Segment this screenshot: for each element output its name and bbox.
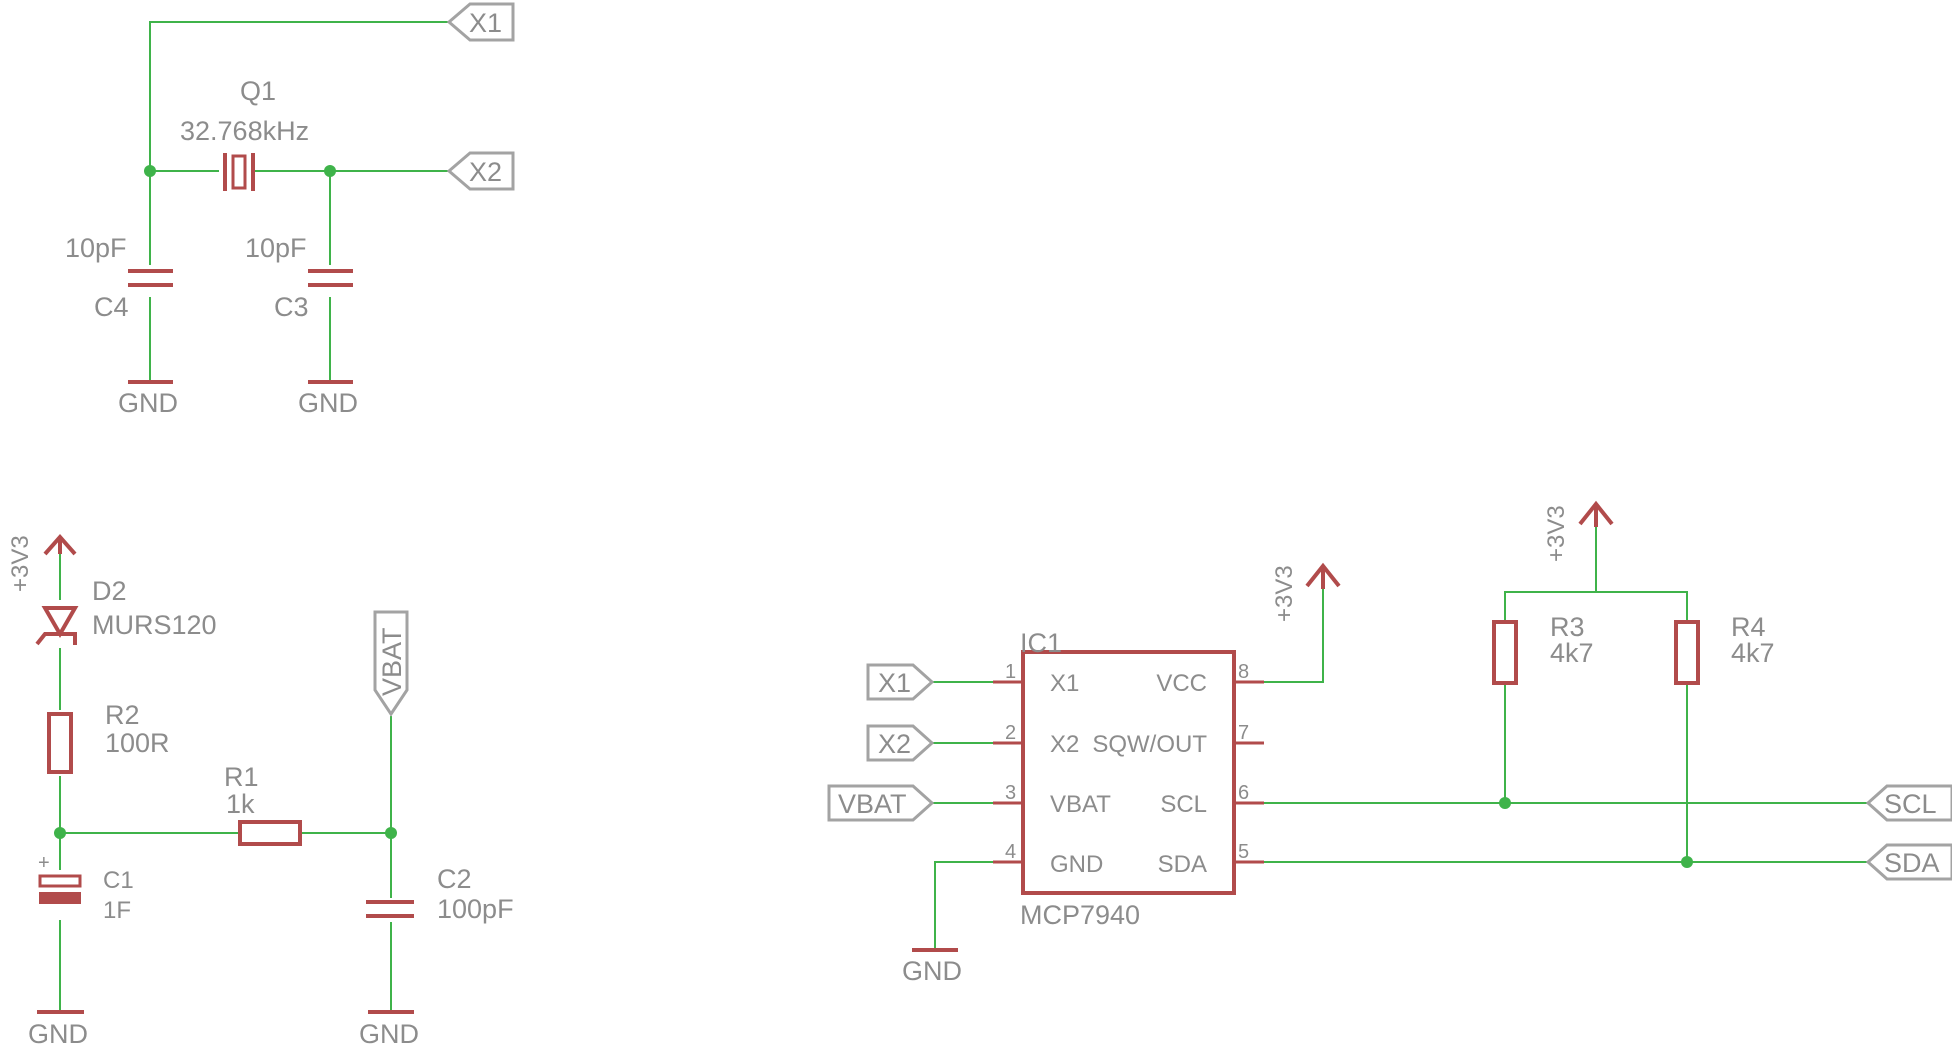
- port-x1: [446, 2, 515, 42]
- junction: [385, 827, 397, 839]
- c3-value: 10pF: [245, 233, 307, 263]
- r4-name: R4: [1731, 612, 1766, 642]
- port-sda-label: SDA: [1884, 848, 1940, 878]
- supply-arrow-icon: [1578, 500, 1614, 527]
- r3-name: R3: [1550, 612, 1585, 642]
- port-x1-label: X1: [878, 668, 911, 698]
- pin-number: 4: [1005, 841, 1016, 863]
- port-scl: [1865, 784, 1952, 822]
- pin-label: X1: [1050, 670, 1079, 697]
- c2-name: C2: [437, 864, 472, 894]
- supply-label: +3V3: [1543, 505, 1570, 562]
- supply-arrow-icon: [43, 533, 77, 556]
- port-x1: [866, 663, 935, 701]
- pin-number: 8: [1238, 661, 1249, 683]
- junction: [324, 165, 336, 177]
- supply-label: +3V3: [7, 535, 34, 592]
- port-vbat-label: VBAT: [838, 789, 907, 819]
- pin-number: 6: [1238, 782, 1249, 804]
- gnd-label: GND: [298, 388, 358, 418]
- capacitor-c4: [128, 269, 173, 287]
- pin-label: SCL: [1160, 791, 1207, 818]
- q1-value: 32.768kHz: [180, 116, 309, 146]
- d2-value: MURS120: [92, 610, 217, 640]
- port-x2-label: X2: [878, 729, 911, 759]
- diode-d2: [35, 606, 79, 646]
- capacitor-c3: [308, 269, 353, 287]
- wire-pullup: [1596, 591, 1688, 620]
- r1-name: R1: [224, 762, 259, 792]
- crystal-q1: [223, 153, 255, 191]
- gnd-label: GND: [359, 1019, 419, 1049]
- battery-section: +3V3 D2 MURS120 R2 100R R1 1k + C1 1F C2…: [7, 533, 514, 1049]
- port-scl-label: SCL: [1884, 789, 1937, 819]
- capacitor-c2: [366, 900, 414, 918]
- pin-number: 3: [1005, 782, 1016, 804]
- r2-value: 100R: [105, 728, 170, 758]
- resistor-r1: [238, 820, 302, 846]
- resistor-r2: [47, 712, 73, 774]
- ic1-name: IC1: [1020, 628, 1062, 658]
- pin-label: SQW/OUT: [1092, 731, 1207, 758]
- r4-value: 4k7: [1731, 638, 1775, 668]
- pin-number: 5: [1238, 841, 1249, 863]
- supply-label: +3V3: [1271, 565, 1298, 622]
- pin-label: GND: [1050, 851, 1103, 878]
- r3-value: 4k7: [1550, 638, 1594, 668]
- c1-name: C1: [103, 867, 134, 894]
- pin-label: VBAT: [1050, 791, 1111, 818]
- pin-number: 2: [1005, 722, 1016, 744]
- c1-value: 1F: [103, 897, 131, 924]
- port-x2-label: X2: [469, 157, 502, 187]
- port-x2: [446, 151, 515, 191]
- pin-label: SDA: [1158, 851, 1207, 878]
- wire-pullup: [1504, 527, 1597, 620]
- port-vbat: [373, 610, 409, 717]
- d2-name: D2: [92, 576, 127, 606]
- junction: [1681, 856, 1693, 868]
- gnd-label: GND: [28, 1019, 88, 1049]
- r2-name: R2: [105, 700, 140, 730]
- port-x1-label: X1: [469, 8, 502, 38]
- junction: [1499, 797, 1511, 809]
- q1-name: Q1: [240, 76, 276, 106]
- port-vbat-label: VBAT: [377, 627, 407, 696]
- r1-value: 1k: [226, 789, 255, 819]
- gnd-label: GND: [118, 388, 178, 418]
- wire-x1-net: [149, 21, 449, 265]
- gnd-label: GND: [902, 956, 962, 986]
- resistor-r3: [1492, 620, 1518, 685]
- port-x2: [866, 724, 935, 762]
- rtc-section: IC1 MCP7940 1 2 3 4 8 7 6 5 X1 X2 VBAT G…: [827, 500, 1952, 986]
- resistor-r4: [1674, 620, 1700, 685]
- junction: [144, 165, 156, 177]
- wire-vcc: [1264, 589, 1324, 683]
- port-sda: [1865, 843, 1952, 881]
- c4-value: 10pF: [65, 233, 127, 263]
- c1-polarity: +: [38, 852, 50, 874]
- pin-number: 1: [1005, 661, 1016, 683]
- c2-value: 100pF: [437, 894, 514, 924]
- ic1-body: [1021, 650, 1236, 895]
- pin-label: VCC: [1156, 670, 1207, 697]
- wire: [934, 861, 993, 948]
- c3-name: C3: [274, 292, 309, 322]
- supply-arrow-icon: [1305, 562, 1341, 589]
- ic1-part: MCP7940: [1020, 900, 1140, 930]
- pin-label: X2: [1050, 731, 1079, 758]
- pin-number: 7: [1238, 722, 1249, 744]
- capacitor-c1: [38, 874, 82, 904]
- port-vbat: [827, 784, 935, 822]
- crystal-section: Q1 32.768kHz 10pF C4 10pF C3 GND GND X1 …: [65, 2, 515, 418]
- c4-name: C4: [94, 292, 129, 322]
- junction: [54, 827, 66, 839]
